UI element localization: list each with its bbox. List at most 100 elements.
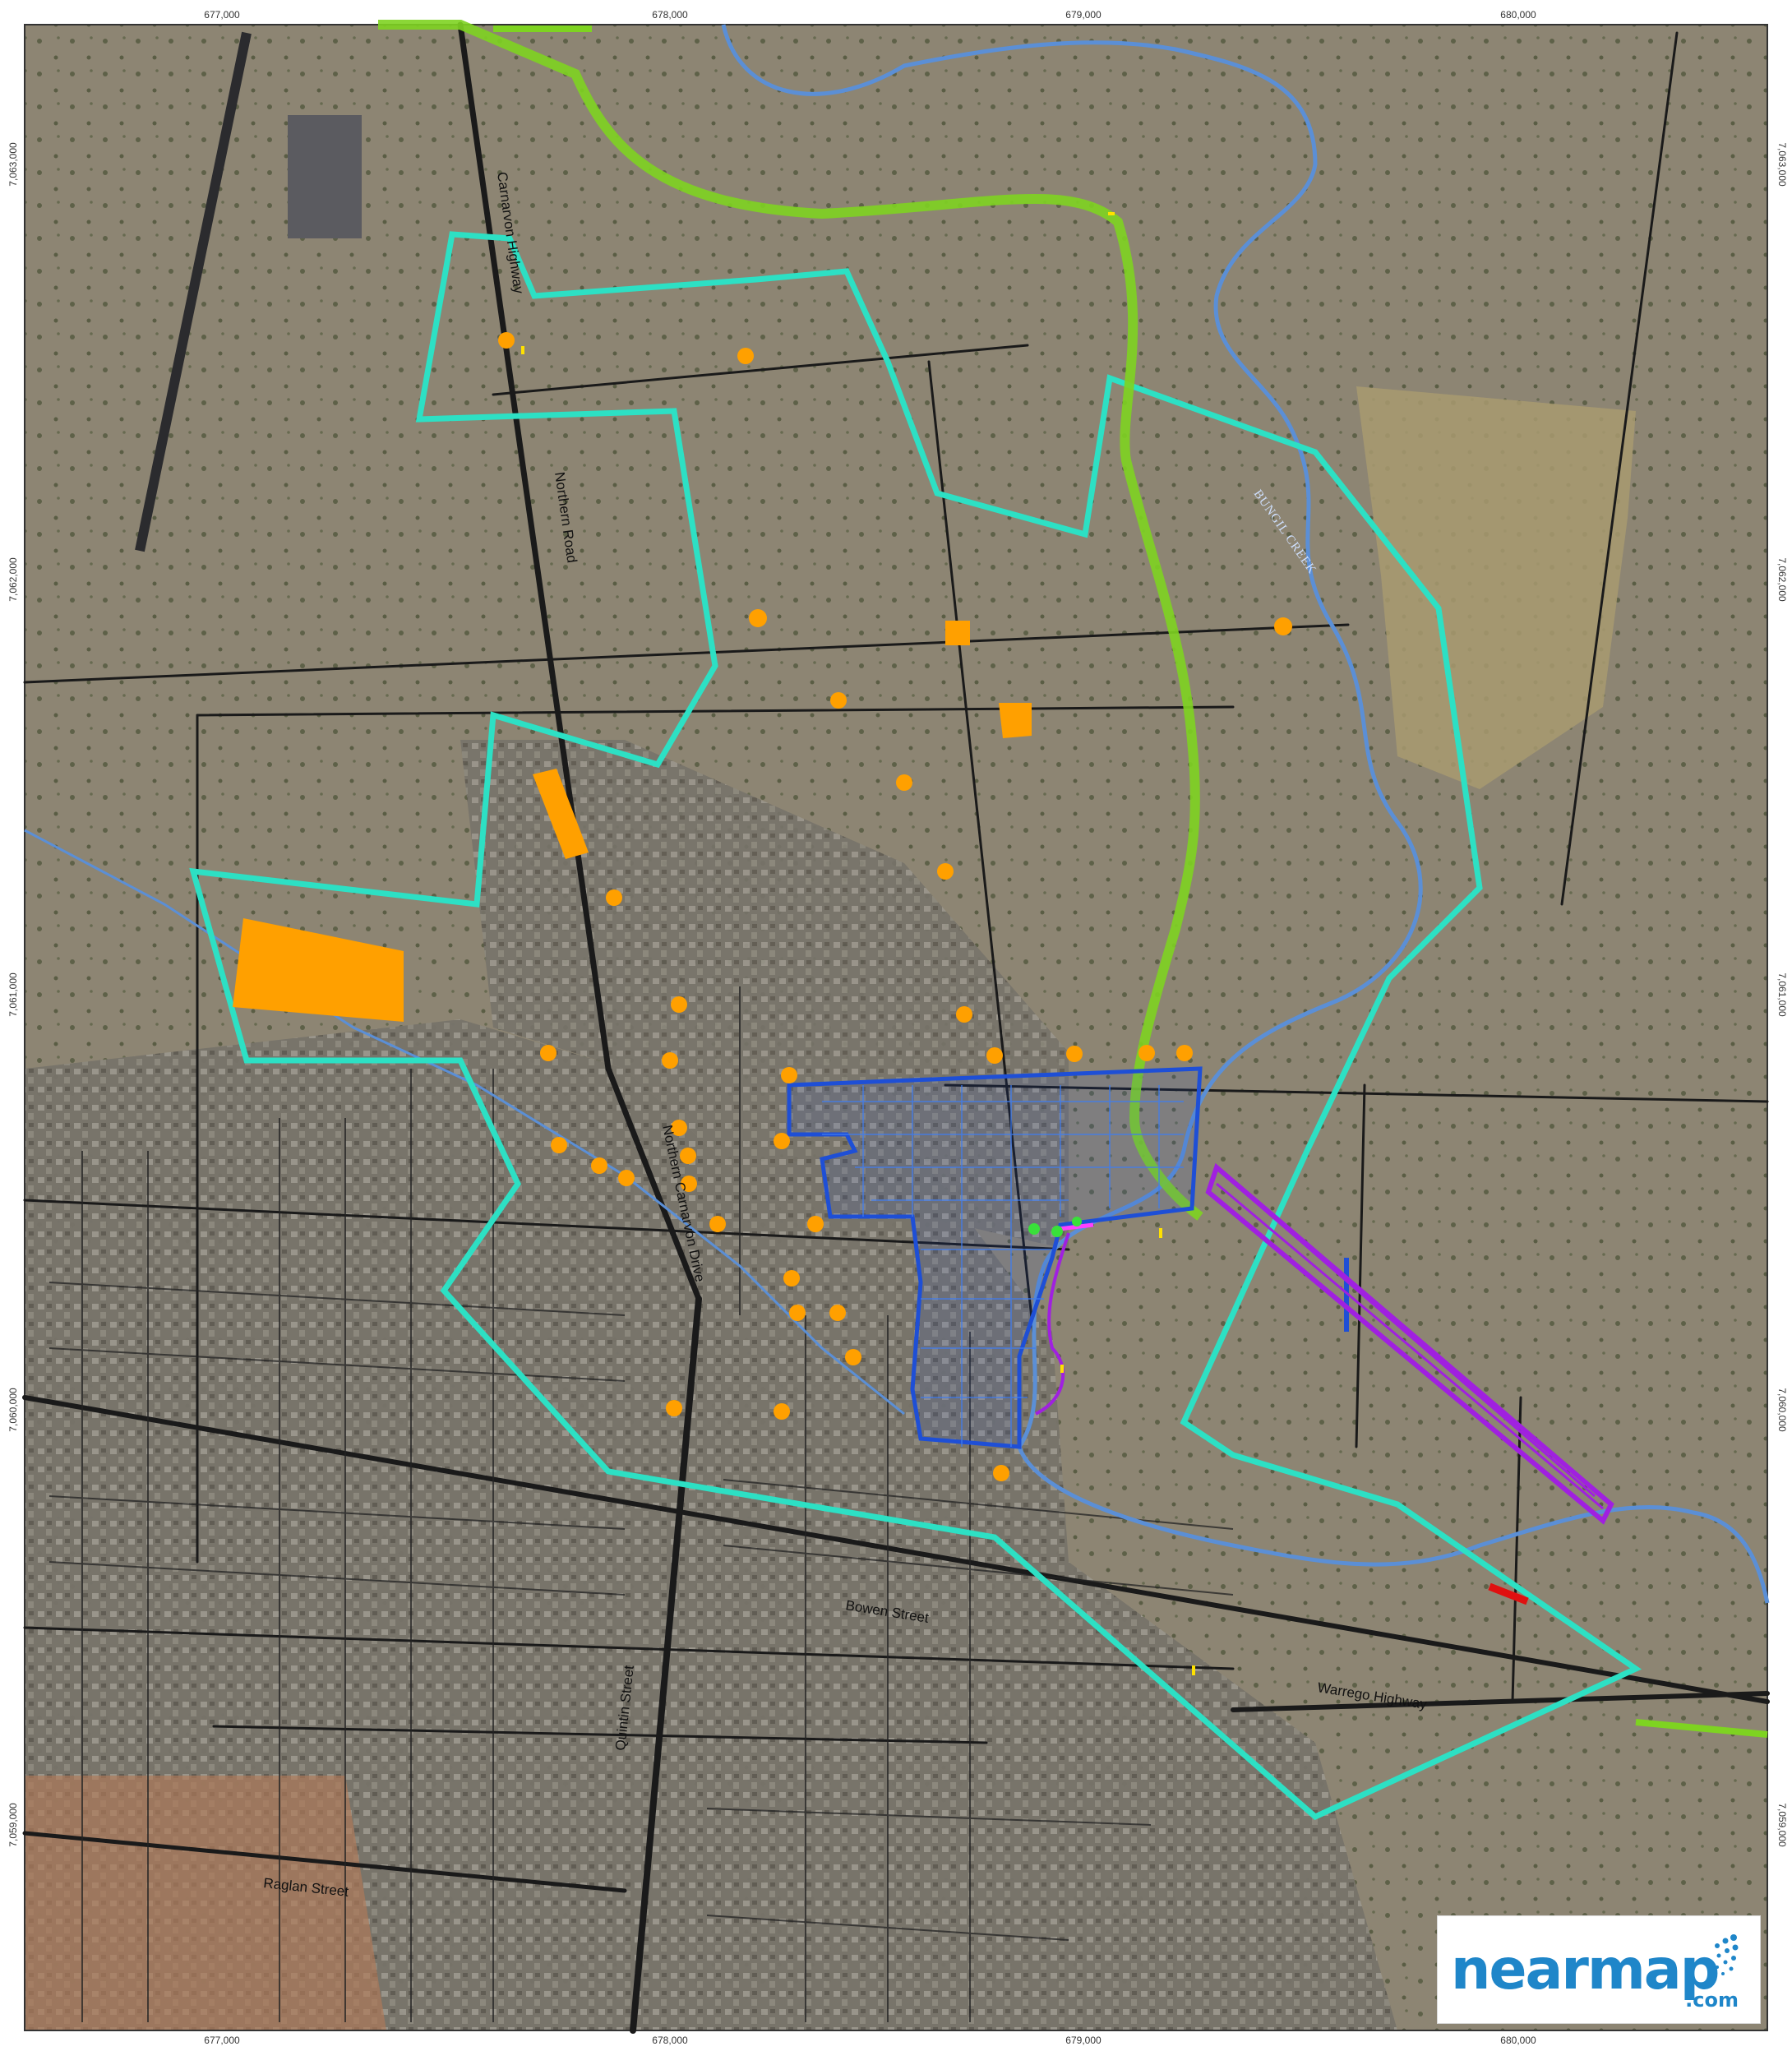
nearmap-logo[interactable]: nearmap .com: [1437, 1915, 1761, 2024]
map-border: [24, 24, 1768, 2031]
urban-street-grid: [48, 986, 1234, 2022]
orange-site-point: [498, 332, 515, 349]
road-s1: [23, 1199, 1070, 1251]
grid-label-top-e677: 677,000: [204, 9, 240, 21]
orange-site-point: [956, 1006, 972, 1023]
orange-site-point: [1066, 1046, 1083, 1062]
warrego-highway-road: [22, 1395, 1770, 1704]
orange-site-point: [1138, 1045, 1155, 1061]
orange-site-square-1: [945, 621, 970, 645]
grid-label-top-e678: 678,000: [652, 9, 688, 21]
grid-label-left-n7062: 7,062,000: [7, 557, 19, 602]
tributary-creek: [24, 829, 905, 1416]
study-boundary[interactable]: [189, 231, 1642, 1821]
orange-site-large: [233, 918, 404, 1022]
grid-label-left-n7060: 7,060,000: [7, 1388, 19, 1432]
grid-label-bottom-e677: 677,000: [204, 2035, 240, 2046]
urban-area-north: [460, 740, 1069, 1250]
road-e2: [1355, 1083, 1366, 1448]
raglan-street-road: [22, 1831, 627, 1893]
road-w2: [196, 705, 1235, 717]
green-point: [1072, 1217, 1082, 1226]
orange-site-point: [591, 1157, 607, 1174]
grid-label-top-e679: 679,000: [1065, 9, 1102, 21]
orange-site-point: [737, 348, 754, 364]
bungil-creek: [721, 24, 1770, 1604]
orange-site-point: [618, 1170, 635, 1186]
orange-site-point: [680, 1148, 696, 1164]
grid-label-left-n7061: 7,061,000: [7, 972, 19, 1017]
orange-site-point: [845, 1349, 861, 1365]
grid-label-left-n7059: 7,059,000: [7, 1803, 19, 1847]
yellow-marker: [1060, 1365, 1064, 1373]
nearmap-logo-icon: [1713, 1934, 1739, 1980]
green-points[interactable]: [1028, 1217, 1082, 1237]
orange-site-point: [662, 1052, 678, 1069]
logo-brand-text: nearmap: [1451, 1937, 1720, 2002]
grid-label-bottom-e679: 679,000: [1065, 2035, 1102, 2046]
red-segment[interactable]: [1488, 1582, 1529, 1605]
orange-site-point: [551, 1137, 567, 1153]
logo-domain-text: .com: [1685, 1989, 1739, 2012]
orange-site-point: [789, 1305, 806, 1321]
orange-site-point: [749, 609, 767, 627]
orange-site-point: [671, 1120, 687, 1136]
orange-site-point: [774, 1133, 790, 1149]
purple-line-creek[interactable]: [1035, 1232, 1070, 1416]
orange-site-point: [807, 1216, 824, 1232]
road-w3: [492, 344, 1029, 396]
orange-site-point: [993, 1465, 1009, 1481]
orange-sites[interactable]: [233, 332, 1292, 1481]
quintin-street-road: [630, 1296, 702, 2034]
green-route-east[interactable]: [1635, 1719, 1768, 1738]
orange-site-strip: [533, 769, 589, 859]
orange-site-point: [830, 692, 847, 709]
grid-label-left-n7063: 7,063,000: [7, 142, 19, 187]
northern-carnarvon-drive-road: [605, 1065, 702, 1302]
mine-site: [1356, 386, 1636, 789]
orange-site-point: [666, 1400, 682, 1416]
road-e1: [944, 1083, 1769, 1103]
orange-site-point: [1274, 617, 1292, 635]
urban-area: [25, 1019, 1397, 2030]
carnarvon-highway-road: [457, 21, 612, 1072]
road-far-east: [1560, 31, 1679, 906]
airport-apron: [288, 115, 362, 238]
road-s2: [23, 1626, 1235, 1670]
green-point: [1028, 1223, 1040, 1235]
grid-label-right-n7060: 7,060,000: [1776, 1388, 1788, 1432]
orange-site-point: [783, 1270, 800, 1286]
yellow-marker: [1192, 1665, 1195, 1675]
orange-site-point: [681, 1176, 697, 1192]
east-highway-road: [1231, 1691, 1770, 1712]
grid-label-bottom-e680: 680,000: [1500, 2035, 1536, 2046]
purple-corridor-inner: [1216, 1174, 1604, 1510]
yellow-marker: [1159, 1228, 1162, 1238]
yellow-marker: [1108, 212, 1115, 215]
grid-label-right-n7062: 7,062,000: [1776, 557, 1788, 602]
orange-site-point: [709, 1216, 726, 1232]
grid-label-right-n7059: 7,059,000: [1776, 1803, 1788, 1847]
orange-site-point: [986, 1047, 1003, 1064]
orange-site-square-2: [999, 703, 1032, 738]
red-soil-area: [25, 1776, 386, 2030]
orange-site-point: [937, 863, 954, 880]
blue-area[interactable]: [787, 1066, 1203, 1449]
orange-site-point: [774, 1403, 790, 1420]
orange-site-point: [671, 996, 687, 1013]
orange-site-point: [896, 774, 912, 791]
orange-site-point: [829, 1305, 846, 1321]
blue-area-fine-network: [822, 1085, 1184, 1447]
yellow-marker: [521, 346, 524, 354]
grid-label-top-e680: 680,000: [1500, 9, 1536, 21]
road-w1: [23, 623, 1350, 684]
orange-site-point: [606, 889, 622, 906]
purple-corridor[interactable]: [1205, 1162, 1614, 1525]
green-point: [1051, 1226, 1063, 1237]
orange-site-point: [1176, 1045, 1193, 1061]
orange-site-point: [781, 1067, 797, 1083]
yellow-markers[interactable]: [521, 212, 1195, 1675]
orange-site-point: [540, 1045, 557, 1061]
